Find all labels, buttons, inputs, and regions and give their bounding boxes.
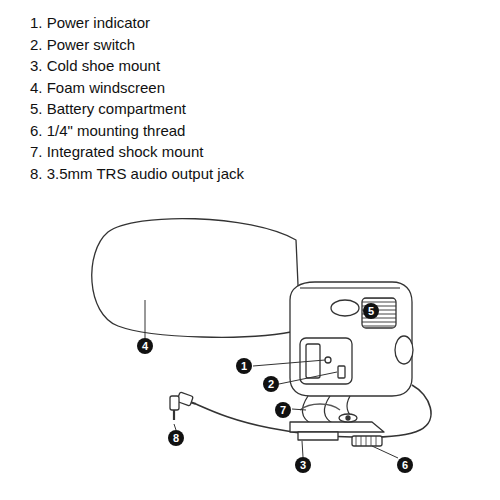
callout-number: 5 (363, 303, 379, 319)
part-list-item: 1. Power indicator (30, 14, 150, 32)
part-list-item: 5. Battery compartment (30, 100, 186, 118)
callout-number: 1 (236, 358, 252, 374)
callout-number: 4 (137, 338, 153, 354)
callout-number: 3 (295, 457, 311, 473)
part-list-item: 8. 3.5mm TRS audio output jack (30, 165, 244, 183)
part-list-item: 7. Integrated shock mount (30, 143, 203, 161)
part-list-item: 2. Power switch (30, 36, 135, 54)
callout-number: 6 (397, 457, 413, 473)
callout-number: 8 (168, 430, 184, 446)
callout-number: 7 (275, 402, 291, 418)
part-list-item: 6. 1/4" mounting thread (30, 122, 185, 140)
part-list-item: 4. Foam windscreen (30, 79, 165, 97)
callout-number: 2 (263, 376, 279, 392)
part-list-item: 3. Cold shoe mount (30, 57, 160, 75)
